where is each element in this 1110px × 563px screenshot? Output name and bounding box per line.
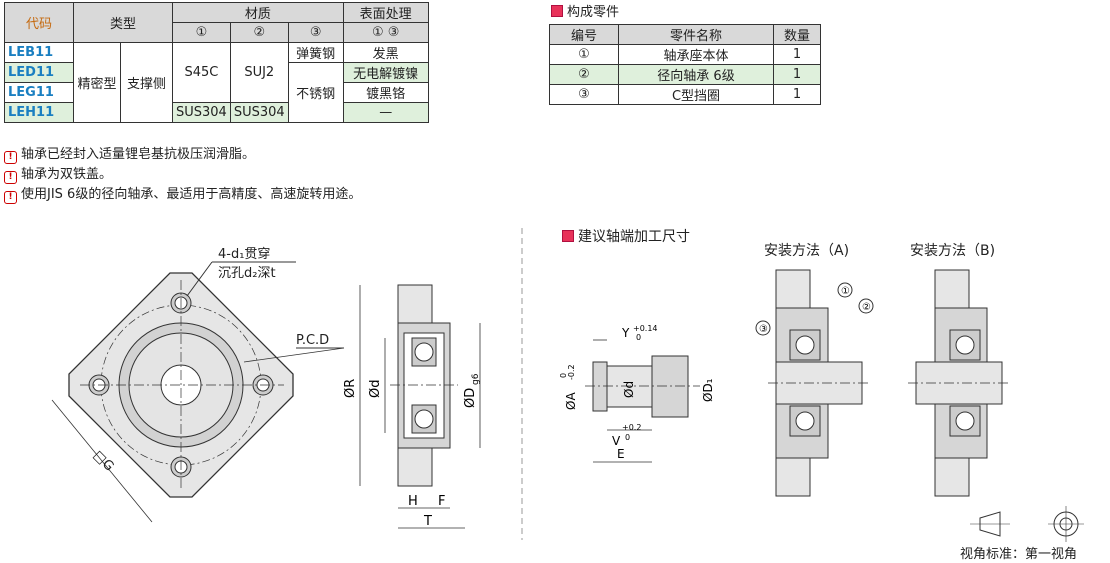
side-view	[359, 284, 481, 529]
callout-1: ①	[841, 286, 850, 297]
v-dim: V	[612, 434, 621, 448]
warning-icon: !	[4, 171, 17, 184]
first-angle-symbol-icon	[970, 506, 1084, 542]
code-cell: LED11	[4, 62, 74, 83]
v-tol0: 0	[625, 433, 630, 442]
col-s13: ① ③	[342, 22, 429, 43]
parts-cell: 1	[773, 84, 821, 105]
a-tol: 0	[559, 373, 568, 378]
y-tol: +0.14	[633, 324, 658, 333]
square-icon	[551, 5, 563, 17]
shaft-drawing	[585, 339, 700, 463]
warning-icon: !	[4, 151, 17, 164]
spec-table: 代码 类型 材质 表面处理 ① ② ③ ① ③ LEB11 精密型 支撑侧 S4…	[4, 2, 429, 123]
square-icon	[562, 230, 574, 242]
mat3b-cell: 不锈钢	[287, 62, 344, 123]
r-dim: ØR	[343, 379, 358, 398]
f-dim: F	[438, 494, 445, 509]
a-dim: ØA	[564, 392, 578, 410]
warning-icon: !	[4, 191, 17, 204]
col-code: 代码	[4, 2, 74, 43]
install-a-drawing	[755, 269, 874, 497]
type2-cell: 支撑侧	[120, 42, 173, 123]
d1-dim: ØD₁	[701, 378, 715, 402]
dg6-dim: ØD	[463, 388, 478, 408]
mat1-cell: S45C	[172, 42, 231, 103]
note: !轴承为双铁盖。	[4, 163, 112, 184]
counterbore-label: 沉孔d₂深t	[218, 266, 276, 281]
install-b-label: 安装方法（B)	[910, 243, 996, 259]
col-surface: 表面处理	[342, 2, 429, 23]
holes-label: 4-d₁贯穿	[218, 246, 270, 262]
install-a-label: 安装方法（A)	[764, 243, 850, 259]
view-standard-label: 视角标准：第一视角	[960, 547, 1078, 562]
install-b-drawing	[908, 269, 1010, 497]
v-tol: +0.2	[622, 423, 641, 432]
code-cell: LEB11	[4, 42, 74, 63]
surf-cell: —	[342, 102, 429, 123]
h-dim: H	[408, 494, 418, 509]
g6-tol: g6	[471, 373, 481, 385]
col-type: 类型	[73, 2, 173, 43]
note: !使用JIS 6级的径向轴承、最适用于高精度、高速旋转用途。	[4, 183, 361, 204]
front-view	[51, 261, 345, 523]
d-dim: Ød	[368, 380, 383, 398]
y-tol0: 0	[636, 333, 641, 342]
mat3a-cell: 弹簧钢	[287, 42, 344, 63]
parts-title: 构成零件	[551, 1, 619, 20]
t-dim: T	[423, 514, 432, 529]
note: !轴承已经封入适量锂皂基抗极压润滑脂。	[4, 143, 255, 164]
callout-2: ②	[862, 302, 871, 313]
pcd-label: P.C.D	[296, 333, 329, 348]
shaft-title: 建议轴端加工尺寸	[562, 226, 690, 246]
mat1b-cell: SUS304	[172, 102, 231, 123]
mat2-cell: SUJ2	[229, 42, 289, 103]
callout-3: ③	[759, 324, 768, 335]
mat2b-cell: SUS304	[229, 102, 289, 123]
type1-cell: 精密型	[73, 42, 121, 123]
code-cell: LEH11	[4, 102, 74, 123]
a-tol2: -0.2	[567, 364, 576, 380]
surf-cell: 发黑	[342, 42, 429, 63]
shaft-d-dim: Ød	[622, 381, 636, 398]
y-dim: Y	[621, 326, 630, 340]
e-dim: E	[617, 447, 625, 461]
